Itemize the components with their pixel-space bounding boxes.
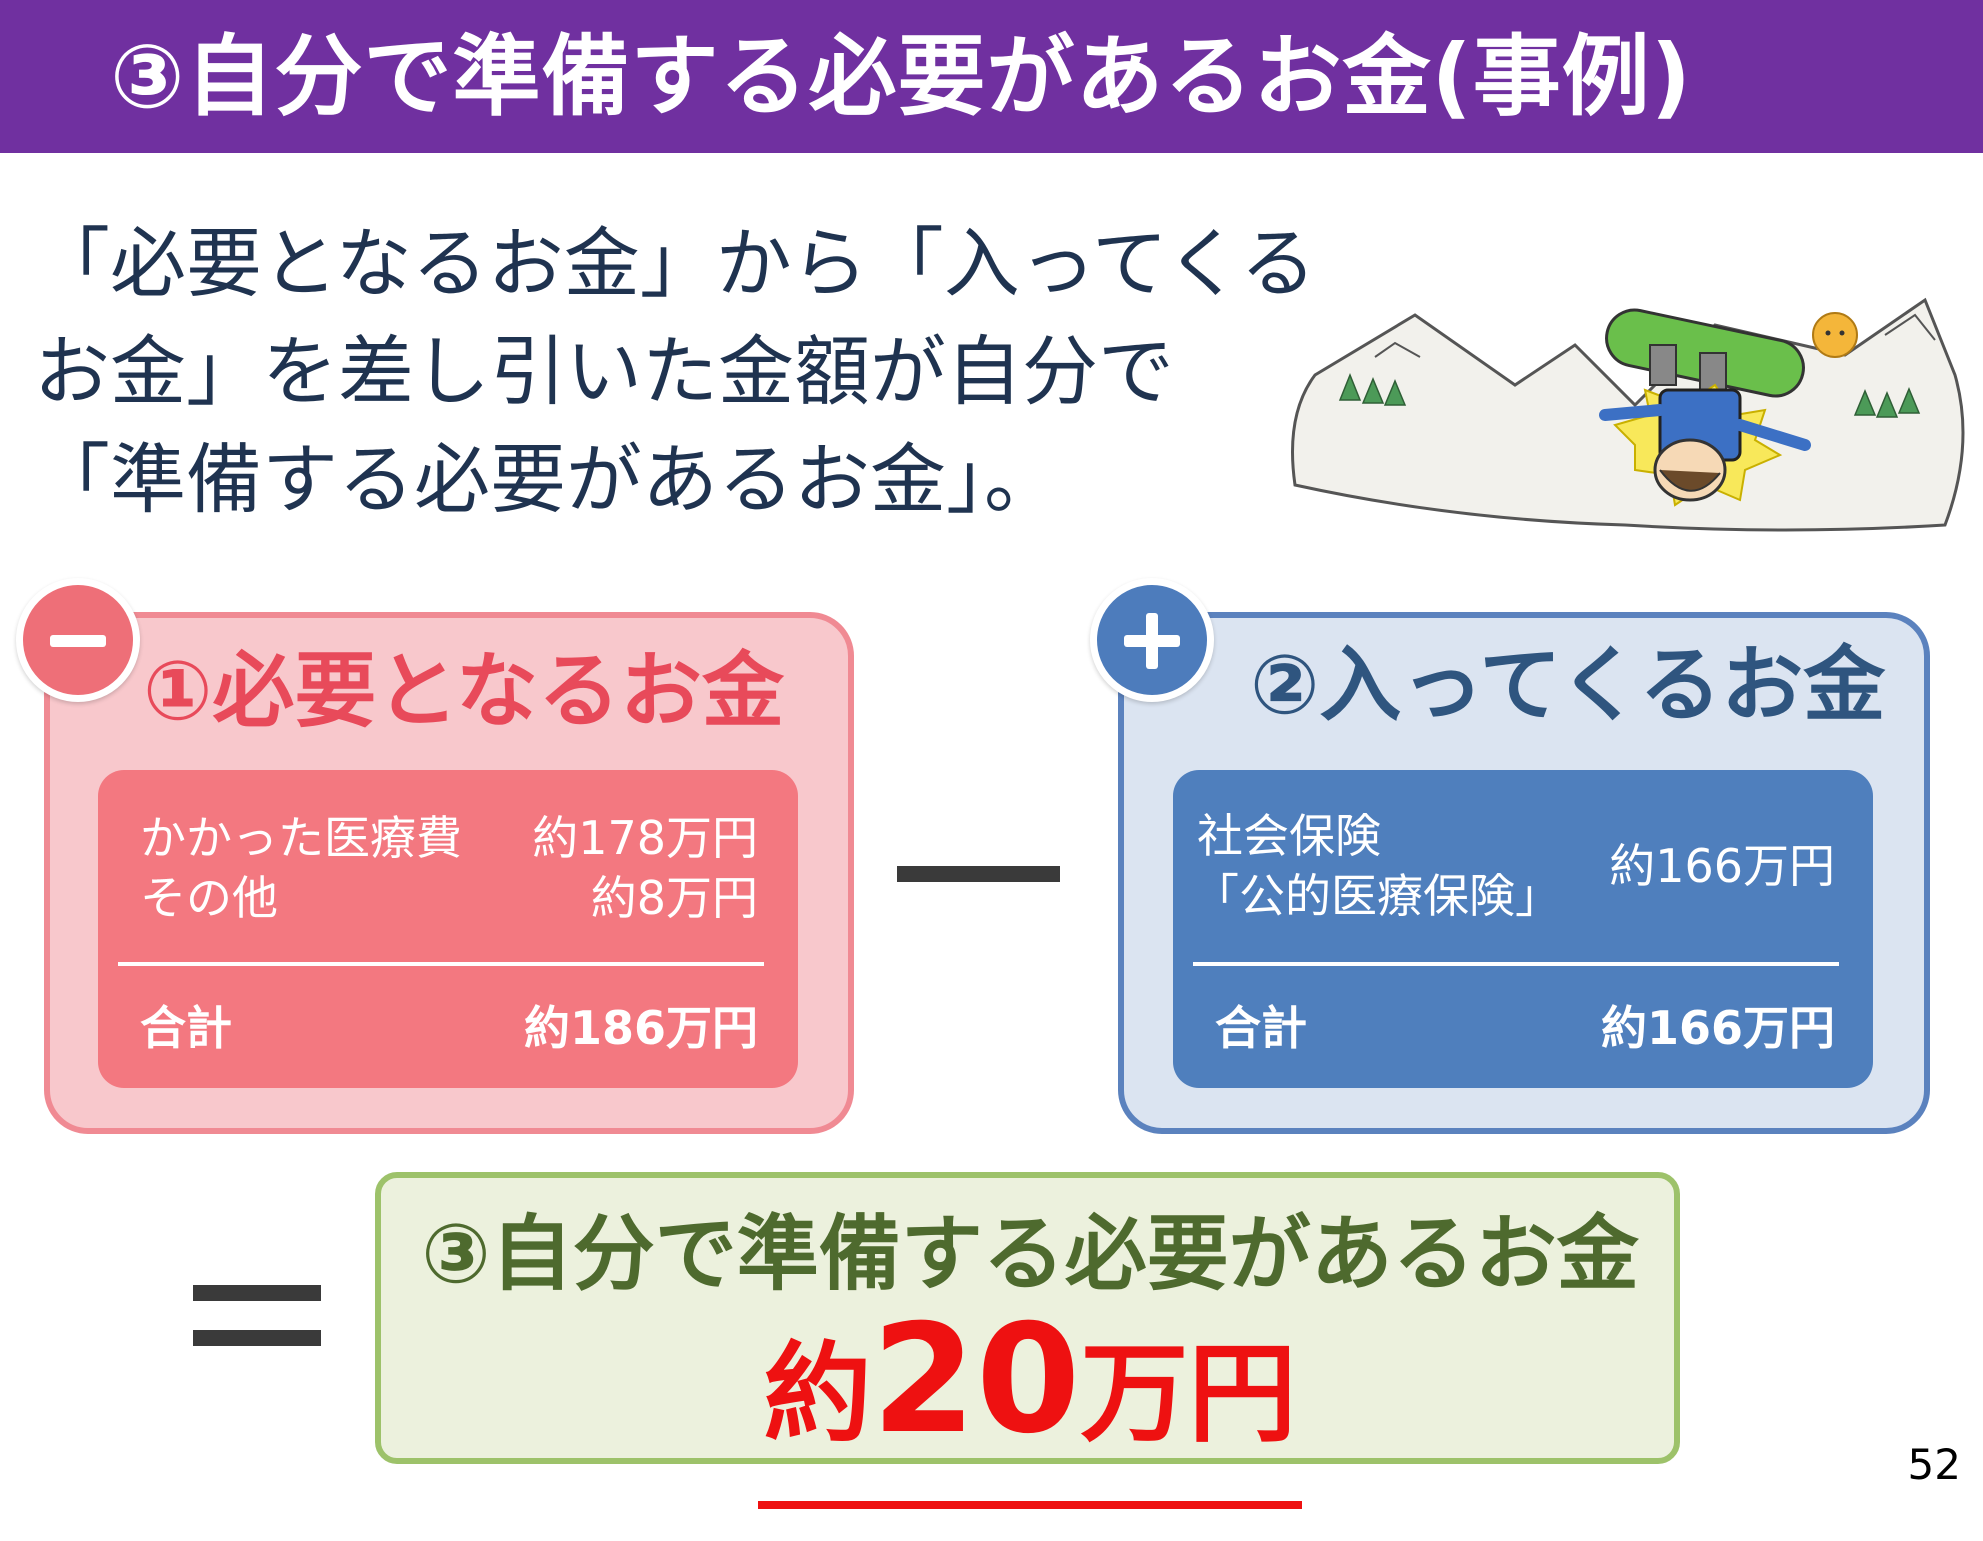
trees-right <box>1853 387 1921 418</box>
amount-prefix: 約 <box>763 1332 872 1457</box>
page-title: ③自分で準備する必要があるお金(事例) <box>110 25 1692 128</box>
income-row-value: 約166万円 <box>1609 839 1835 893</box>
need-row-value-2: 約8万円 <box>590 871 758 925</box>
header-bar <box>0 0 1983 153</box>
intro-line-1: 「必要となるお金」から「入ってくる <box>34 219 1317 308</box>
sun-icon <box>1812 312 1858 358</box>
intro-line-2: お金」を差し引いた金額が自分で <box>34 327 1174 416</box>
need-row-value-1: 約178万円 <box>532 811 758 865</box>
need-breakdown-panel: かかった医療費 約178万円 その他 約8万円 合計 約186万円 <box>98 770 798 1088</box>
plus-icon <box>1090 578 1214 702</box>
income-card-heading: ②入ってくるお金 <box>1250 638 1886 733</box>
income-breakdown-panel: 社会保険 「公的医療保険」 約166万円 合計 約166万円 <box>1173 770 1873 1088</box>
intro-line-3: 「準備する必要があるお金」。 <box>34 435 1060 524</box>
equals-operator <box>193 1285 321 1301</box>
snowboarder-fall-illustration <box>1291 297 1965 532</box>
need-row-label-2: その他 <box>140 871 278 925</box>
minus-operator <box>897 866 1060 882</box>
income-label-line-2: 「公的医療保険」 <box>1193 869 1561 923</box>
trees-left <box>1338 372 1407 406</box>
equals-operator-bar <box>193 1330 321 1346</box>
snowboarder <box>1599 308 1811 507</box>
income-divider <box>1193 962 1839 966</box>
result-box <box>375 1172 1680 1464</box>
need-divider <box>118 962 764 966</box>
income-total-label: 合計 <box>1215 1001 1307 1055</box>
need-row-label-1: かかった医療費 <box>140 811 462 865</box>
income-label-line-1: 社会保険 <box>1197 809 1381 863</box>
intro-text: 「必要となるお金」から「入ってくる お金」を差し引いた金額が自分で 「準備する必… <box>34 210 1317 534</box>
result-amount: 約20万円 <box>0 1305 1983 1509</box>
need-card-heading: ①必要となるお金 <box>143 644 784 739</box>
income-total-value: 約166万円 <box>1600 1001 1835 1055</box>
need-total-label: 合計 <box>140 1001 232 1055</box>
page-number: 52 <box>1907 1440 1961 1489</box>
amount-number: 20 <box>871 1293 1081 1467</box>
minus-icon <box>16 578 140 702</box>
result-amount-underline: 約20万円 <box>757 1305 1303 1509</box>
amount-suffix: 万円 <box>1080 1332 1297 1457</box>
need-total-value: 約186万円 <box>523 1001 758 1055</box>
result-heading: ③自分で準備する必要があるお金 <box>421 1207 1639 1302</box>
